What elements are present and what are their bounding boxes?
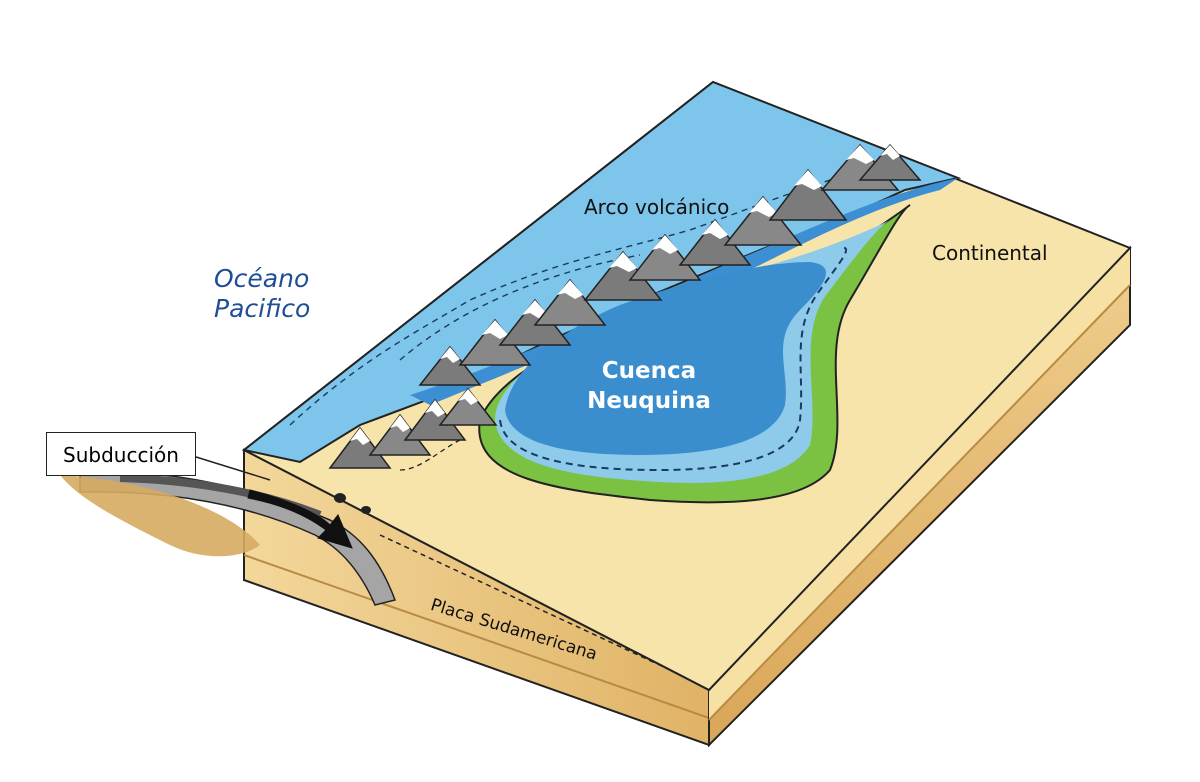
continental-label: Continental (932, 241, 1048, 265)
subduction-arrow (247, 489, 353, 549)
ocean-label-line2: Pacifico (214, 294, 311, 323)
basin-water (505, 262, 827, 455)
basin-label-line1: Cuenca (601, 358, 697, 384)
subduction-label: Subducción (46, 432, 196, 476)
ocean-label-line1: Océano (214, 264, 310, 293)
basin-label: Cuenca Neuquina (584, 356, 714, 416)
basin-label-line2: Neuquina (587, 388, 711, 414)
arc-label: Arco volcánico (584, 195, 730, 219)
volcanic-arc (328, 143, 922, 469)
ocean-label: Océano Pacifico (214, 264, 310, 324)
